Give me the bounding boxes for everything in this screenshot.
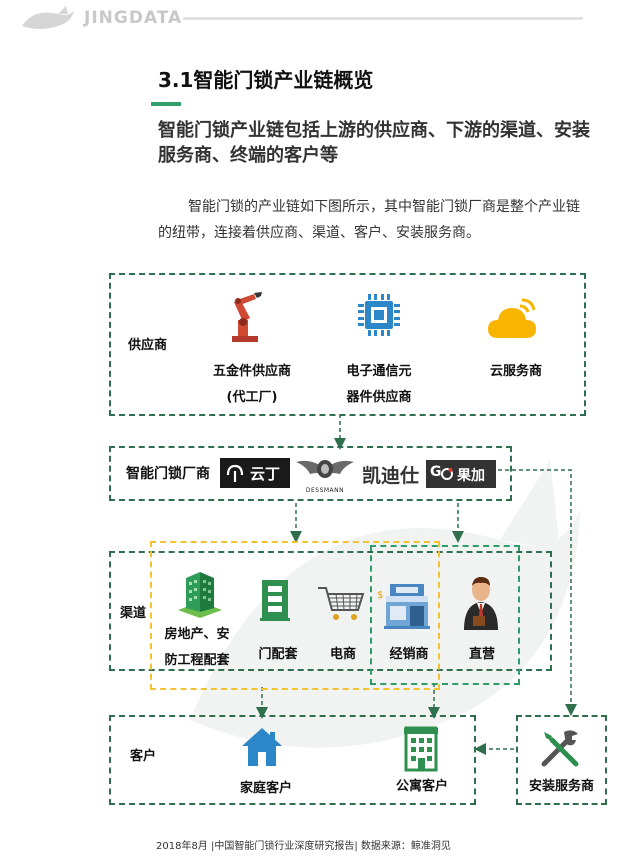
yunding-mark-icon: [226, 464, 244, 482]
channel-realestate-label: 房地产、安 防工程配套: [152, 622, 242, 674]
guojia-o-mark-icon: [441, 468, 453, 480]
door-icon: [260, 580, 290, 621]
supplier-electronics-line2: 器件供应商: [346, 390, 412, 405]
channel-door-label: 门配套: [258, 647, 298, 662]
tools-icon: [541, 730, 579, 767]
yunding-logo: 云丁: [220, 458, 290, 488]
dessmann-logo-text: DESSMANN: [305, 487, 345, 494]
customer-apartment-label: 公寓客户: [395, 779, 448, 794]
manufacturer-section: [109, 446, 512, 501]
supplier-hardware-label: 五金件供应商 (代工厂): [196, 359, 308, 411]
channel-group-yellow: [150, 541, 440, 690]
yunding-logo-text: 云丁: [250, 465, 281, 483]
header-divider: [183, 17, 583, 20]
chip-icon: [358, 294, 400, 336]
supplier-section-label: 供应商: [128, 338, 168, 353]
supplier-hardware-line1: 五金件供应商: [212, 364, 291, 379]
house-icon: [242, 728, 282, 766]
supplier-electronics-line1: 电子通信元: [346, 364, 412, 379]
dessmann-logo: DESSMANN: [294, 456, 356, 494]
title-accent-bar: [151, 102, 181, 106]
channel-realestate-line1: 房地产、安: [164, 627, 230, 642]
installer-label: 安装服务商: [528, 779, 594, 794]
supplier-hardware-line2: (代工厂): [226, 390, 278, 405]
supplier-electronics-label: 电子通信元 器件供应商: [326, 359, 432, 411]
customer-family-label: 家庭客户: [239, 781, 292, 796]
cloud-icon: [488, 298, 536, 338]
apartment-icon: [404, 726, 438, 772]
dessmann-wings-icon: [296, 460, 354, 478]
section-title: 3.1智能门锁产业链概览: [158, 68, 374, 92]
channel-group-green: [370, 545, 520, 685]
guojia-logo: G 果加: [426, 460, 496, 488]
kaadas-logo-text: 凯迪仕: [362, 465, 420, 487]
installer-section: [516, 715, 607, 805]
manufacturer-section-label: 智能门锁厂商: [126, 466, 210, 482]
cart-icon: [318, 587, 365, 620]
supplier-section: [109, 273, 586, 416]
channel-section: [109, 551, 552, 671]
channel-direct-label: 直营: [468, 647, 495, 662]
channel-ecommerce-label: 电商: [329, 647, 356, 662]
intro-paragraph: 智能门锁的产业链如下图所示，其中智能门锁厂商是整个产业链的纽带，连接着供应商、渠…: [158, 199, 580, 241]
customer-section-label: 客户: [130, 749, 157, 764]
robot-arm-icon: [232, 292, 262, 342]
channel-section-label: 渠道: [120, 606, 147, 621]
customer-section: [109, 715, 476, 805]
supplier-cloud-label: 云服务商: [489, 364, 542, 379]
building-icon: [178, 572, 222, 618]
page-footer: 2018年8月 |中国智能门锁行业深度研究报告| 数据来源：鲸准洞见: [156, 841, 451, 852]
guojia-go-mark: G: [430, 464, 442, 480]
whale-logo-icon: [22, 6, 74, 29]
shop-icon: $: [377, 584, 430, 629]
businessman-icon: [464, 577, 498, 630]
guojia-logo-text: 果加: [457, 468, 485, 484]
svg-text:$: $: [377, 590, 383, 601]
channel-realestate-line2: 防工程配套: [164, 653, 230, 668]
section-subtitle: 智能门锁产业链包括上游的供应商、下游的渠道、安装服务商、终端的客户等: [158, 120, 590, 166]
channel-dealer-label: 经销商: [389, 647, 429, 662]
brand-name: JINGDATA: [84, 8, 183, 28]
